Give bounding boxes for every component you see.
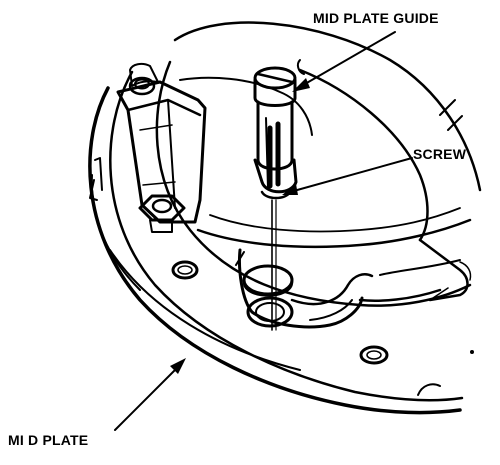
label-mid-plate-guide: MID PLATE GUIDE bbox=[313, 10, 439, 26]
label-screw: SCREW bbox=[413, 146, 467, 162]
upper-ring bbox=[173, 21, 482, 302]
mid-plate bbox=[88, 60, 472, 415]
mid-plate-guide bbox=[253, 66, 298, 200]
clamp-bracket bbox=[116, 76, 207, 233]
leader-arrows bbox=[114, 31, 413, 431]
bolt-holes bbox=[171, 260, 474, 365]
screw bbox=[271, 199, 277, 331]
label-mid-plate: MI D PLATE bbox=[8, 432, 89, 448]
guide-seat bbox=[235, 248, 461, 329]
